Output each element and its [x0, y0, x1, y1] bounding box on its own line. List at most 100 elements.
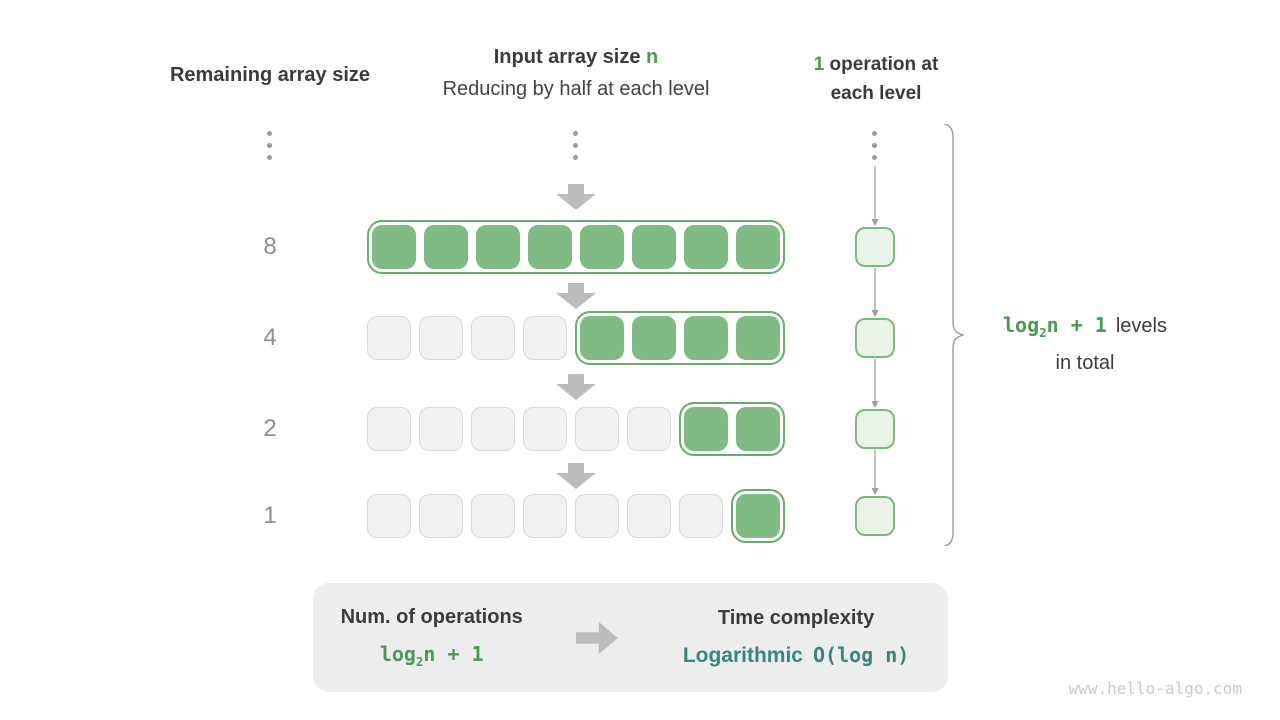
- array-cell-active: [736, 316, 780, 360]
- active-subarray-outline: [731, 489, 785, 543]
- operations-formula-sub: 2: [415, 654, 424, 669]
- operation-box: [855, 496, 895, 536]
- active-subarray-outline: [679, 402, 785, 456]
- summary-box: Num. of operations log2n + 1 Time comple…: [313, 583, 948, 692]
- header-input-line1: Input array size n: [396, 46, 756, 69]
- array-cell-active: [372, 225, 416, 269]
- operation-box: [855, 227, 895, 267]
- levels-formula: log2n + 1: [1003, 313, 1107, 340]
- header-operations: 1 operation at each level: [786, 50, 966, 108]
- array-row: [346, 488, 806, 544]
- ellipsis-array-column: [573, 131, 578, 160]
- header-input-n-highlight: n: [646, 46, 659, 68]
- header-operations-rest: operation at: [824, 54, 939, 75]
- remaining-size-label: 1: [263, 502, 277, 529]
- levels-brace: [943, 124, 964, 546]
- array-cell-excluded: [419, 316, 463, 360]
- operations-formula-rest: n + 1: [423, 642, 484, 666]
- halve-arrow-icon: [556, 374, 596, 400]
- levels-formula-rest: n + 1: [1046, 313, 1107, 337]
- array-cell-excluded: [471, 407, 515, 451]
- array-cell-active: [580, 316, 624, 360]
- dot: [573, 143, 578, 148]
- array-cell-excluded: [679, 494, 723, 538]
- summary-complexity: Time complexity Logarithmic O(log n): [644, 607, 948, 668]
- array-cell-excluded: [523, 316, 567, 360]
- dot: [872, 131, 877, 136]
- dot: [267, 143, 272, 148]
- levels-total-line2: in total: [1055, 352, 1115, 374]
- header-operations-line1: 1 operation at: [786, 50, 966, 79]
- levels-formula-log: log: [1003, 313, 1040, 337]
- levels-total-line1: log2n + 1 levels: [983, 310, 1187, 348]
- operation-flow-arrows: [871, 166, 879, 495]
- array-cell-excluded: [367, 494, 411, 538]
- remaining-size-label: 8: [263, 233, 277, 260]
- complexity-name: Logarithmic: [682, 644, 803, 667]
- summary-operations-formula: log2n + 1: [313, 642, 550, 669]
- dot: [267, 131, 272, 136]
- dot: [573, 131, 578, 136]
- array-cell-excluded: [471, 494, 515, 538]
- halve-arrow-icon: [556, 184, 596, 210]
- array-cell-active: [632, 225, 676, 269]
- remaining-size-label: 2: [263, 415, 277, 442]
- halve-arrow-icon: [556, 463, 596, 489]
- watermark: www.hello-algo.com: [1068, 679, 1242, 698]
- dot: [267, 155, 272, 160]
- array-cell-excluded: [575, 407, 619, 451]
- array-cell-excluded: [471, 316, 515, 360]
- halve-arrow-icon: [556, 283, 596, 309]
- operations-formula: log2n + 1: [379, 642, 484, 669]
- header-input-array-size: Input array size n Reducing by half at e…: [396, 46, 756, 101]
- array-cell-excluded: [419, 494, 463, 538]
- levels-total-note: log2n + 1 levels in total: [983, 310, 1187, 378]
- array-cell-active: [684, 407, 728, 451]
- summary-operations: Num. of operations log2n + 1: [313, 606, 550, 669]
- array-cell-active: [736, 225, 780, 269]
- dot: [573, 155, 578, 160]
- summary-complexity-title: Time complexity: [717, 607, 875, 629]
- dot: [872, 143, 877, 148]
- array-cell-excluded: [523, 494, 567, 538]
- summary-operations-title: Num. of operations: [340, 606, 523, 628]
- operation-box: [855, 318, 895, 358]
- array-cell-active: [736, 494, 780, 538]
- array-row: [346, 310, 806, 366]
- header-input-subtitle: Reducing by half at each level: [442, 78, 710, 100]
- array-cell-active: [528, 225, 572, 269]
- ellipsis-remaining-column: [267, 131, 272, 160]
- remaining-size-label: 4: [263, 324, 277, 351]
- header-input-prefix: Input array size: [493, 46, 647, 68]
- header-operations-num-highlight: 1: [813, 54, 825, 75]
- array-cell-excluded: [575, 494, 619, 538]
- summary-complexity-value: Logarithmic O(log n): [644, 643, 948, 668]
- complexity-big-o: O(log n): [813, 643, 910, 667]
- operations-formula-log: log: [379, 642, 416, 666]
- levels-formula-sub: 2: [1039, 325, 1047, 340]
- implies-arrow-icon: [576, 621, 619, 654]
- array-cell-excluded: [627, 407, 671, 451]
- header-remaining-array-size: Remaining array size: [169, 64, 371, 86]
- operation-box: [855, 409, 895, 449]
- array-cell-active: [684, 316, 728, 360]
- dot: [872, 155, 877, 160]
- array-cell-active: [632, 316, 676, 360]
- array-row: [346, 401, 806, 457]
- array-cell-excluded: [367, 407, 411, 451]
- array-cell-active: [684, 225, 728, 269]
- header-operations-line2: each level: [830, 83, 922, 104]
- array-row: [346, 219, 806, 275]
- array-cell-active: [580, 225, 624, 269]
- ellipsis-operations-column: [872, 131, 877, 160]
- levels-word: levels: [1115, 315, 1167, 337]
- array-cell-excluded: [367, 316, 411, 360]
- array-cell-excluded: [627, 494, 671, 538]
- active-subarray-outline: [575, 311, 785, 365]
- array-cell-active: [424, 225, 468, 269]
- array-cell-active: [476, 225, 520, 269]
- array-cell-excluded: [419, 407, 463, 451]
- active-subarray-outline: [367, 220, 785, 274]
- array-cell-active: [736, 407, 780, 451]
